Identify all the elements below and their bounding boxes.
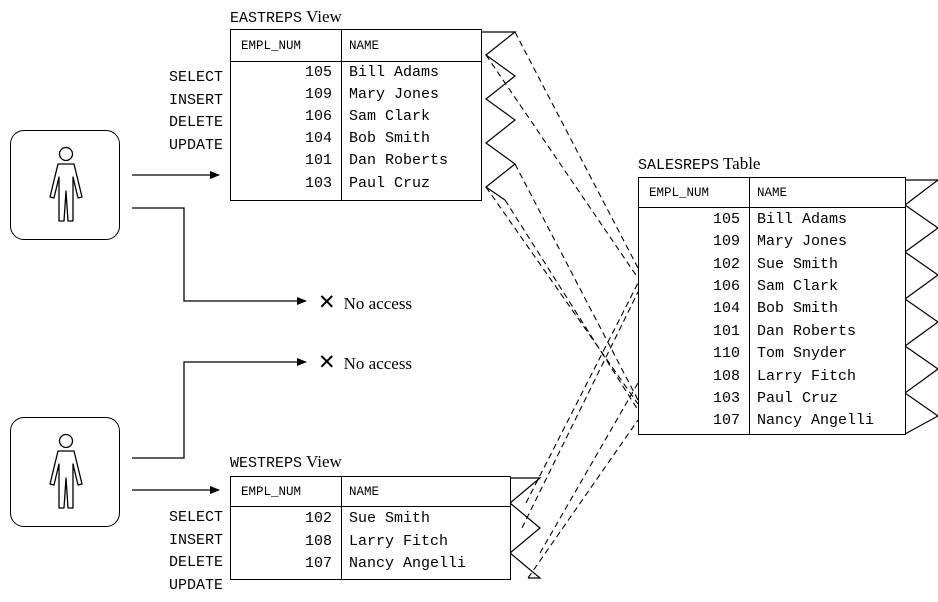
table-cell-empl-num: 107 <box>304 555 332 572</box>
salesreps-zigzag-edge <box>903 179 938 435</box>
table-cell-empl-num: 102 <box>712 256 740 273</box>
table-cell-name: Sue Smith <box>757 256 839 273</box>
salesreps-table: EMPL_NUM NAME 105 Bill Adams 109 Mary Jo… <box>638 177 906 435</box>
user2-no-access-arrow <box>132 358 307 459</box>
eastreps-view-table: EMPL_NUM NAME 105 Bill Adams 109 Mary Jo… <box>230 29 482 201</box>
table-cell-name: Sue Smith <box>349 510 431 527</box>
column-header-name: NAME <box>349 39 380 53</box>
table-cell-empl-num: 103 <box>304 175 332 192</box>
table-cell-name: Nancy Angelli <box>349 555 467 572</box>
table-cell-name: Sam Clark <box>349 108 431 125</box>
table-cell-name: Bob Smith <box>757 300 839 317</box>
table-cell-name: Mary Jones <box>757 233 848 250</box>
privilege-select: SELECT <box>168 509 223 526</box>
table-cell-name: Bill Adams <box>349 64 440 81</box>
table-cell-empl-num: 109 <box>712 233 740 250</box>
user-1-box <box>10 130 120 240</box>
privilege-delete: DELETE <box>168 114 223 131</box>
mapping-line <box>485 186 639 405</box>
mapping-line <box>514 163 639 401</box>
table-cell-empl-num: 101 <box>304 152 332 169</box>
privilege-select: SELECT <box>168 69 223 86</box>
mapping-line <box>514 31 639 269</box>
mapping-line <box>539 382 639 554</box>
view-name: EASTREPS <box>230 10 303 27</box>
table-cell-empl-num: 108 <box>712 368 740 385</box>
table-cell-empl-num: 101 <box>712 323 740 340</box>
privilege-update: UPDATE <box>168 137 223 154</box>
view-kind: View <box>305 7 342 26</box>
table-cell-empl-num: 109 <box>304 86 332 103</box>
table-cell-name: Sam Clark <box>757 278 839 295</box>
column-header-empl-num: EMPL_NUM <box>241 485 302 499</box>
table-cell-empl-num: 106 <box>304 108 332 125</box>
table-cell-name: Dan Roberts <box>757 323 857 340</box>
no-access-text: No access <box>343 354 413 373</box>
column-header-name: NAME <box>349 485 380 499</box>
table-cell-name: Paul Cruz <box>349 175 431 192</box>
westreps-view-table: EMPL_NUM NAME 102 Sue Smith 108 Larry Fi… <box>230 476 511 580</box>
table-cell-name: Larry Fitch <box>349 533 449 550</box>
table-cell-name: Dan Roberts <box>349 152 449 169</box>
table-header <box>639 178 905 208</box>
table-cell-empl-num: 108 <box>304 533 332 550</box>
no-access-text: No access <box>343 294 413 313</box>
table-cell-empl-num: 107 <box>712 412 740 429</box>
table-cell-empl-num: 102 <box>304 510 332 527</box>
table-name: SALESREPS <box>638 157 720 174</box>
table-cell-empl-num: 104 <box>304 130 332 147</box>
column-divider <box>341 477 342 579</box>
eastreps-view-title: EASTREPS View <box>230 7 342 29</box>
table-header <box>231 477 510 507</box>
table-cell-name: Bill Adams <box>757 211 848 228</box>
table-cell-empl-num: 105 <box>712 211 740 228</box>
user-2-box <box>10 417 120 527</box>
view-kind: View <box>305 452 342 471</box>
mapping-line <box>521 291 639 529</box>
column-header-empl-num: EMPL_NUM <box>649 186 710 200</box>
table-cell-empl-num: 104 <box>712 300 740 317</box>
no-access-label-2: ✕ No access <box>318 350 412 374</box>
table-cell-name: Bob Smith <box>349 130 431 147</box>
column-header-empl-num: EMPL_NUM <box>241 39 302 53</box>
privilege-insert: INSERT <box>168 532 223 549</box>
person-icon <box>49 433 83 509</box>
table-cell-name: Paul Cruz <box>757 390 839 407</box>
table-cell-empl-num: 106 <box>712 278 740 295</box>
salesreps-table-title: SALESREPS Table <box>638 154 760 176</box>
view-name: WESTREPS <box>230 455 303 472</box>
mapping-line <box>527 419 639 579</box>
eastreps-zigzag-edge <box>481 31 517 201</box>
table-cell-name: Mary Jones <box>349 86 440 103</box>
column-divider <box>749 178 750 434</box>
table-cell-name: Tom Snyder <box>757 345 848 362</box>
privilege-insert: INSERT <box>168 92 223 109</box>
table-cell-empl-num: 103 <box>712 390 740 407</box>
mapping-line <box>485 54 639 279</box>
table-cell-name: Larry Fitch <box>757 368 857 385</box>
privilege-delete: DELETE <box>168 554 223 571</box>
column-header-name: NAME <box>757 186 788 200</box>
table-cell-empl-num: 110 <box>712 345 740 362</box>
user1-no-access-arrow <box>132 207 307 305</box>
person-icon <box>49 146 83 222</box>
table-cell-name: Nancy Angelli <box>757 412 875 429</box>
column-divider <box>341 30 342 200</box>
westreps-view-title: WESTREPS View <box>230 452 342 474</box>
x-mark-icon: ✕ <box>318 290 336 314</box>
privilege-update: UPDATE <box>168 577 223 594</box>
table-header <box>231 30 481 62</box>
no-access-label-1: ✕ No access <box>318 290 412 314</box>
mapping-line <box>504 199 639 411</box>
mapping-line <box>525 282 639 504</box>
westreps-zigzag-edge <box>509 477 542 579</box>
x-mark-icon: ✕ <box>318 350 336 374</box>
table-kind: Table <box>722 154 761 173</box>
table-cell-empl-num: 105 <box>304 64 332 81</box>
